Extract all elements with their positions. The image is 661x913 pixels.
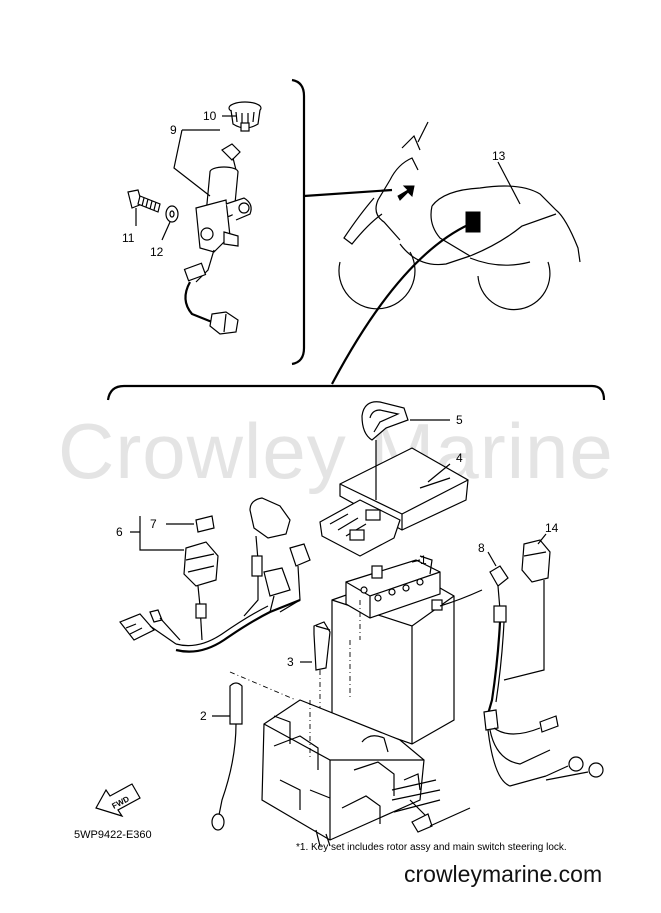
- part-number-11: 11: [122, 231, 135, 245]
- main-switch-inset: 10 9 11 12: [122, 78, 393, 366]
- drain-hose: 2: [200, 671, 297, 831]
- battery-band: 5: [361, 401, 463, 441]
- lower-section-leader: [331, 222, 471, 385]
- fwd-arrow-icon: FWD: [95, 783, 141, 818]
- lower-section-bracket: [106, 384, 606, 401]
- part-number-13: 13: [492, 149, 506, 163]
- website-label: crowleymarine.com: [404, 861, 602, 887]
- part-number-4: 4: [456, 451, 463, 465]
- part-number-8: 8: [478, 541, 485, 555]
- footnote: *1. Key set includes rotor assy and main…: [296, 842, 567, 853]
- battery-cover: 4: [319, 440, 469, 557]
- part-number-5: 5: [456, 413, 463, 427]
- starter-relay-bracket: 14: [503, 521, 559, 681]
- washer: [165, 205, 179, 223]
- part-number-7: 7: [150, 517, 157, 531]
- watermark: Crowley Marine: [58, 407, 614, 495]
- part-number-2: 2: [200, 709, 207, 723]
- inset-leader: [303, 188, 393, 198]
- leader-6: [130, 516, 184, 551]
- part-number-10: 10: [203, 109, 217, 123]
- leader-14: [537, 533, 547, 545]
- leader-4: [427, 463, 451, 483]
- diagram-code: 5WP9422-E360: [74, 829, 152, 841]
- leader-12: [161, 221, 171, 241]
- part-number-12: 12: [150, 245, 164, 259]
- part-number-1: 1: [420, 553, 427, 567]
- scooter-outline: 13: [331, 121, 581, 385]
- main-switch-key: [221, 143, 241, 171]
- bolt: [127, 189, 161, 213]
- part-number-14: 14: [545, 521, 559, 535]
- leader-13: [497, 161, 521, 205]
- part-number-9: 9: [170, 123, 177, 137]
- battery-cable: 8: [439, 541, 604, 787]
- inset-bracket: [291, 78, 306, 366]
- main-switch-body: [183, 166, 252, 335]
- part-number-6: 6: [116, 525, 123, 539]
- part-number-3: 3: [287, 655, 294, 669]
- battery-box: [261, 640, 471, 847]
- battery-location-marker: [465, 211, 481, 233]
- wire-harness: 7 6: [116, 497, 311, 653]
- switch-location-arrow: [397, 185, 415, 201]
- leader-9: [173, 129, 220, 197]
- leader-8: [487, 551, 497, 567]
- main-switch-cap: [228, 101, 262, 132]
